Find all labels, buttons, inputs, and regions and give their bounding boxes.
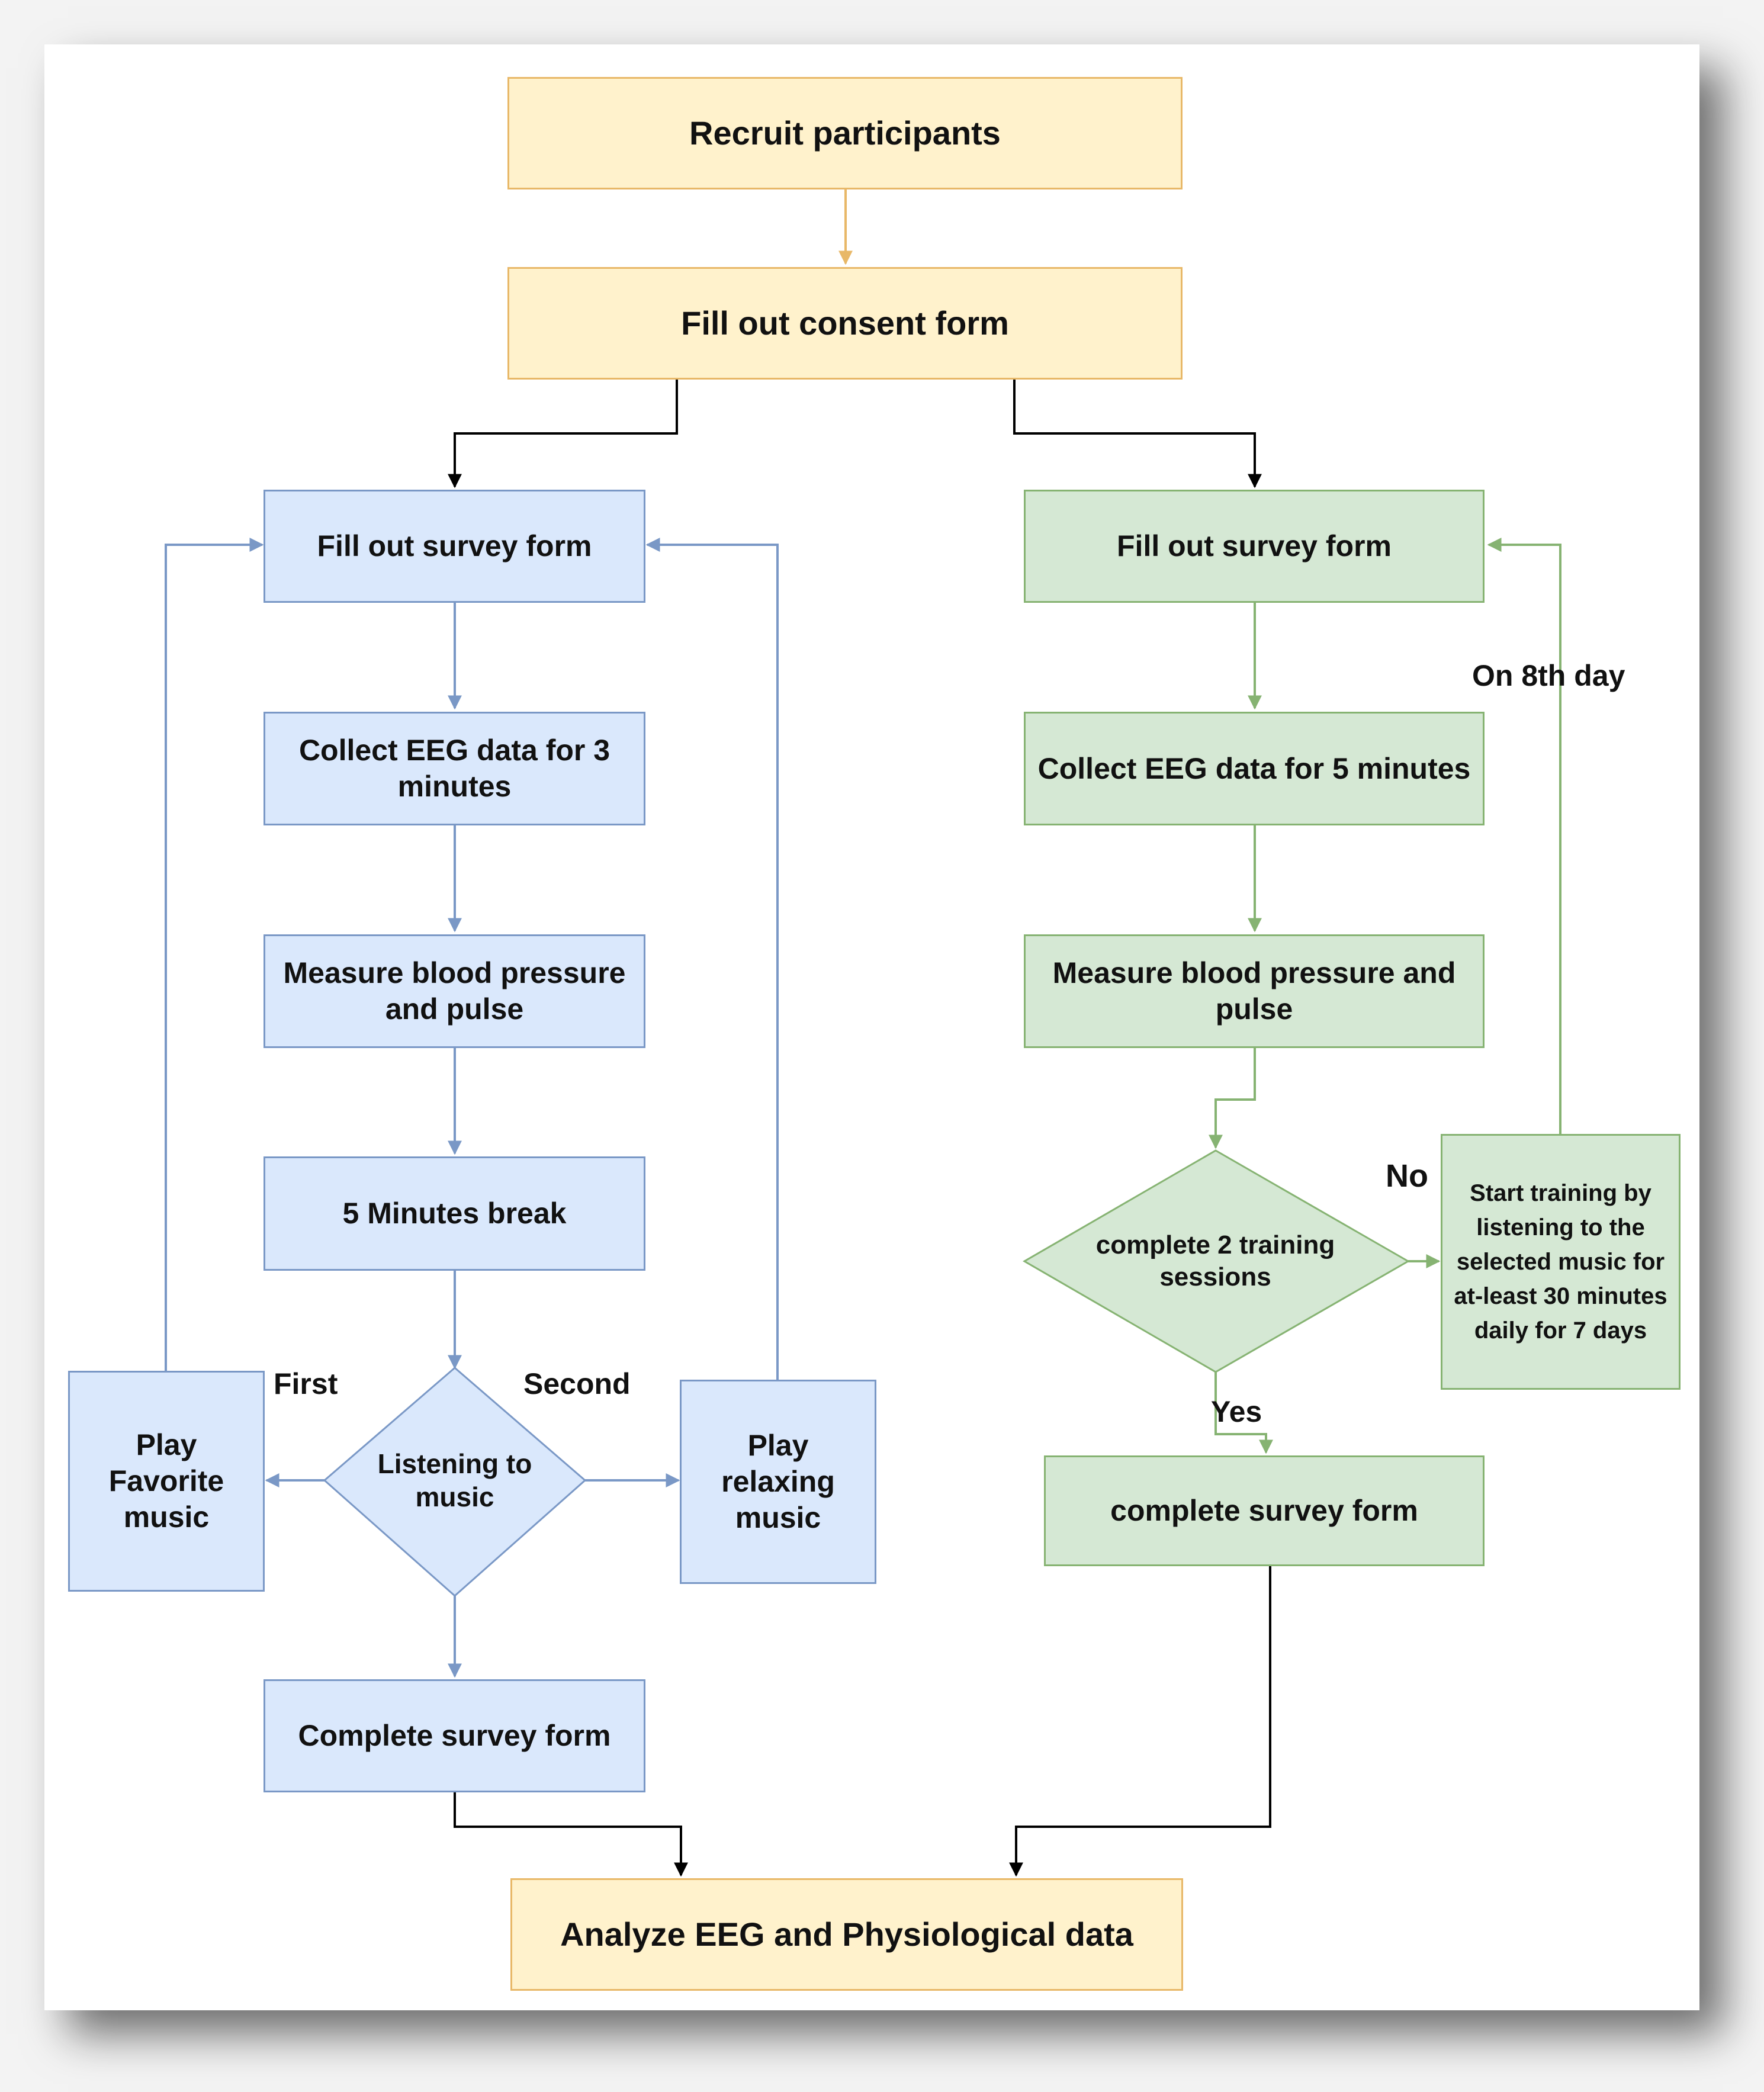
- training-box: Start training by listening to the selec…: [1441, 1134, 1681, 1390]
- yes-edge-label: Yes: [1211, 1395, 1262, 1428]
- right-collect-eeg-box: Collect EEG data for 5 minutes: [1024, 712, 1485, 825]
- edge-right-complete-to-analyze: [1009, 1566, 1271, 1877]
- right-measure-box: Measure blood pressure and pulse: [1024, 934, 1485, 1048]
- edge-left-complete-to-analyze: [454, 1792, 688, 1877]
- listening-decision-label: Listening to music: [377, 1448, 532, 1512]
- left-measure-box: Measure blood pressure and pulse: [264, 934, 645, 1048]
- second-edge-label: Second: [523, 1367, 631, 1400]
- left-survey-box: Fill out survey form: [264, 490, 645, 603]
- on-8th-day-label: On 8th day: [1472, 659, 1625, 692]
- training-decision-diamond: [1023, 1149, 1410, 1373]
- play-favorite-box: Play Favorite music: [68, 1371, 265, 1592]
- recruit-participants-box: Recruit participants: [507, 77, 1183, 189]
- left-complete-survey-box: Complete survey form: [264, 1679, 645, 1792]
- right-complete-survey-box: complete survey form: [1044, 1455, 1485, 1566]
- consent-form-box: Fill out consent form: [507, 267, 1183, 380]
- edge-consent-to-left-survey: [448, 380, 678, 489]
- training-decision-label: complete 2 training sessions: [1095, 1230, 1335, 1291]
- edge-right-measure-to-decision: [1209, 1048, 1256, 1149]
- edge-favorite-loop-to-survey: [165, 538, 264, 1371]
- analyze-data-box: Analyze EEG and Physiological data: [510, 1878, 1183, 1991]
- listening-decision-diamond: [323, 1367, 587, 1598]
- edge-training-loop-to-survey: [1487, 538, 1561, 1134]
- edge-consent-to-right-survey: [1013, 380, 1262, 489]
- left-break-box: 5 Minutes break: [264, 1156, 645, 1271]
- no-edge-label: No: [1386, 1158, 1428, 1194]
- first-edge-label: First: [274, 1367, 338, 1400]
- edge-decision-yes-to-complete: [1214, 1372, 1273, 1454]
- left-collect-eeg-box: Collect EEG data for 3 minutes: [264, 712, 645, 825]
- edge-relaxing-loop-to-survey: [645, 538, 779, 1380]
- right-survey-box: Fill out survey form: [1024, 490, 1485, 603]
- play-relaxing-box: Play relaxing music: [680, 1380, 876, 1584]
